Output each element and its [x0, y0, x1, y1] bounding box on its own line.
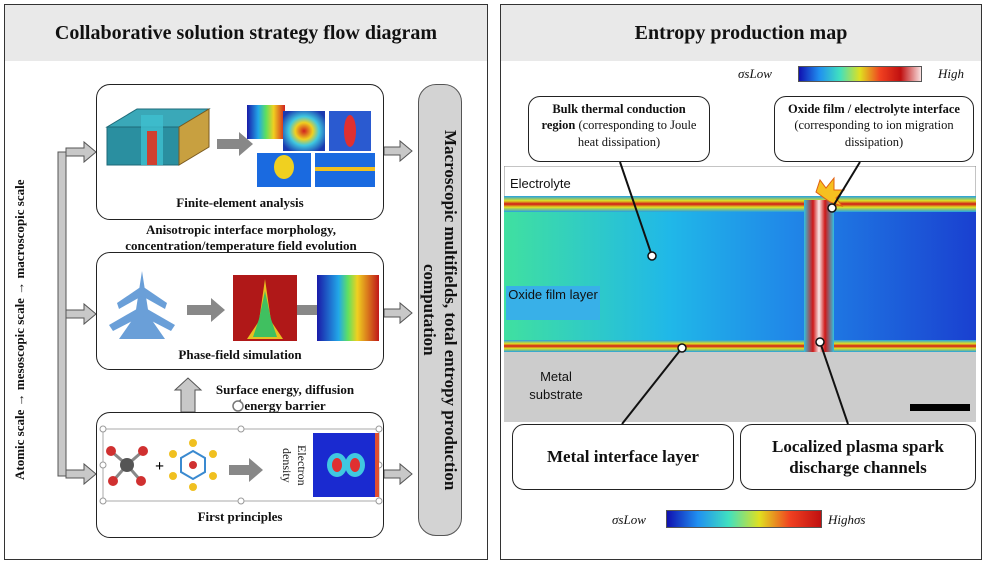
bulk-callout: Bulk thermal conduction region (correspo… [528, 96, 710, 162]
phase-field-box: Phase-field simulation [96, 252, 384, 370]
oxide-callout-desc: (corresponding to ion migration dissipat… [794, 118, 954, 149]
top-colorbar [798, 66, 922, 82]
electrolyte-label: Electrolyte [510, 176, 571, 191]
bulk-callout-title: Bulk thermal conduction region [541, 102, 686, 133]
plus-sign: + [155, 458, 164, 475]
first-principles-box: + Electron density First principles [96, 412, 384, 538]
scale-axis-label: Atomic scale → mesoscopic scale → macros… [12, 179, 27, 481]
electron-density-label: Electron density [280, 444, 309, 486]
metal-substrate-label: Metal substrate [529, 369, 583, 402]
first-principles-label: First principles [197, 509, 283, 524]
metal-interface-box: Metal interface layer [512, 424, 734, 490]
phase-field-illustration [109, 271, 379, 341]
phase-field-label: Phase-field simulation [178, 347, 302, 362]
fem-box: Finite-element analysis [96, 84, 384, 220]
rotate-icon [232, 399, 244, 412]
macro-box: Macroscopic multifields, total entropy p… [418, 84, 462, 536]
left-panel-title: Collaborative solution strategy flow dia… [5, 5, 487, 61]
right-panel-title: Entropy production map [501, 5, 981, 61]
oxide-callout: Oxide film / electrolyte interface (corr… [774, 96, 974, 162]
bottom-colorbar-low: σsLow [612, 512, 646, 527]
energy-barrier-text: Surface energy, diffusion energy barrier [215, 382, 355, 413]
macro-label: Macroscopic multifields, total entropy p… [419, 129, 460, 491]
oxide-callout-title: Oxide film / electrolyte interface [788, 102, 960, 116]
top-colorbar-low: σsLow [738, 66, 772, 81]
top-colorbar-high: High [938, 66, 964, 81]
spark-channel-box: Localized plasma spark discharge channel… [740, 424, 976, 490]
fem-label: Finite-element analysis [176, 195, 304, 210]
fem-illustration [105, 105, 375, 187]
first-principles-illustration: + [99, 425, 383, 505]
bulk-callout-desc: (corresponding to Joule heat dissipation… [577, 118, 697, 149]
fem-output-text: Anisotropic interface morphology, concen… [125, 222, 357, 253]
bottom-colorbar-high: Highσs [828, 512, 866, 527]
bottom-colorbar [666, 510, 822, 528]
oxide-layer-label: Oxide film layer [506, 286, 600, 320]
